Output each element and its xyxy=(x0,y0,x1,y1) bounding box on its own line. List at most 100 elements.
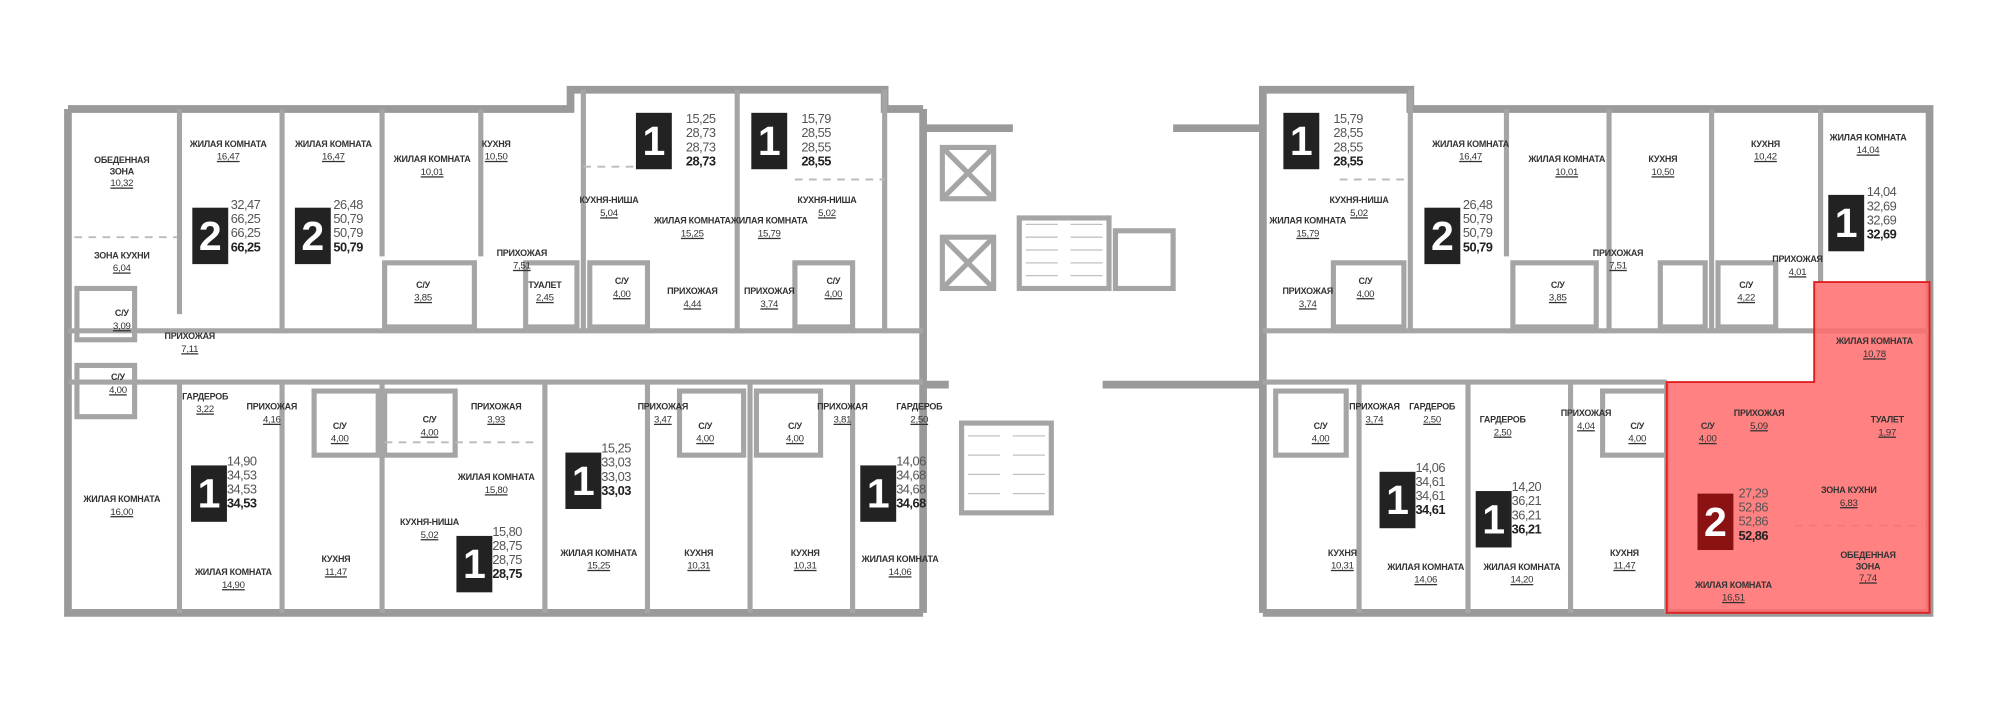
area-value: 14,04 xyxy=(1866,185,1897,201)
room-area: 7,74 xyxy=(1859,572,1877,584)
room-name: ЗОНА КУХНИ xyxy=(94,251,150,261)
room-area: 10,01 xyxy=(420,165,444,177)
room-name: ОБЕДЕННАЯ ЗОНА xyxy=(94,156,150,177)
apartment-rooms-badge[interactable]: 1 xyxy=(1283,112,1320,170)
apartment-rooms-badge[interactable]: 2 xyxy=(192,207,229,265)
room-area: 2,50 xyxy=(1423,412,1441,425)
apartment-rooms-badge[interactable]: 1 xyxy=(1379,471,1416,529)
room-area: 14,20 xyxy=(1510,573,1534,585)
area-value: 52,86 xyxy=(1738,501,1769,516)
room-name: ТУАЛЕТ xyxy=(1870,416,1904,426)
area-value: 50,79 xyxy=(1462,212,1493,227)
room-name: КУХНЯ-НИША xyxy=(399,518,460,528)
apartment-rooms-badge[interactable]: 1 xyxy=(1828,194,1865,252)
room-area: 5,02 xyxy=(420,528,439,540)
room-area: 11,47 xyxy=(324,565,347,577)
room-name: ПРИХОЖАЯ xyxy=(744,287,795,297)
apartment-rooms-badge[interactable]: 1 xyxy=(191,465,227,522)
area-value: 34,68 xyxy=(896,483,926,498)
apartment-rooms-badge[interactable]: 1 xyxy=(751,112,788,170)
room-name: С/У xyxy=(1630,422,1645,432)
area-value: 50,79 xyxy=(333,212,363,227)
area-value: 36,21 xyxy=(1511,523,1542,538)
room-name: С/У xyxy=(698,422,713,432)
area-value: 28,55 xyxy=(1333,126,1363,142)
room-area: 3,74 xyxy=(1365,412,1384,425)
area-value: 14,20 xyxy=(1511,480,1542,495)
area-value: 27,29 xyxy=(1738,487,1769,502)
room-area: 4,00 xyxy=(420,425,439,438)
room-area: 10,78 xyxy=(1863,347,1886,359)
room-name: КУХНЯ-НИША xyxy=(1329,196,1389,206)
room-area: 4,00 xyxy=(1356,287,1375,299)
area-value: 28,73 xyxy=(685,141,716,156)
room-area: 7,11 xyxy=(181,342,199,354)
area-value: 28,55 xyxy=(801,155,831,170)
room-area: 4,01 xyxy=(1788,265,1807,277)
apartment-rooms-badge[interactable]: 2 xyxy=(1424,207,1461,265)
apartment-rooms-badge[interactable]: 1 xyxy=(860,465,897,522)
room-name: ЖИЛАЯ КОМНАТА xyxy=(194,568,272,578)
area-value: 34,61 xyxy=(1415,475,1445,490)
area-value: 15,80 xyxy=(492,525,522,540)
room-area: 4,00 xyxy=(1628,432,1647,444)
area-value: 15,25 xyxy=(601,442,631,457)
area-value: 28,75 xyxy=(492,567,522,583)
room-area: 4,00 xyxy=(1311,432,1330,444)
apartment-rooms-badge[interactable]: 2 xyxy=(1697,493,1734,551)
area-value: 34,68 xyxy=(896,497,926,512)
area-value: 26,48 xyxy=(1462,198,1493,213)
room-area: 10,42 xyxy=(1754,150,1777,162)
room-name: ЖИЛАЯ КОМНАТА xyxy=(1269,217,1347,227)
apartment-rooms-badge[interactable]: 1 xyxy=(456,535,493,593)
room-area: 5,02 xyxy=(818,206,836,218)
area-value: 32,69 xyxy=(1866,228,1897,243)
room-area: 2,50 xyxy=(1493,425,1512,438)
apartment-rooms-badge[interactable]: 2 xyxy=(294,207,331,265)
room-area: 10,50 xyxy=(1651,165,1675,177)
area-value: 28,55 xyxy=(801,141,831,156)
area-value: 52,86 xyxy=(1738,515,1769,530)
apartment-rooms-badge[interactable]: 1 xyxy=(1475,491,1512,548)
room-area: 4,00 xyxy=(1698,432,1717,444)
room-name: С/У xyxy=(1550,281,1565,291)
room-area: 3,74 xyxy=(760,297,779,309)
room-name: ЗОНА КУХНИ xyxy=(1820,486,1877,496)
apartment-rooms-badge[interactable]: 1 xyxy=(635,112,672,170)
room-area: 4,22 xyxy=(1737,291,1756,303)
room-area: 6,04 xyxy=(112,261,131,274)
room-name: ЖИЛАЯ КОМНАТА xyxy=(1836,337,1913,347)
area-value: 34,53 xyxy=(226,483,257,498)
room-area: 3,85 xyxy=(414,291,432,303)
room-name: ЖИЛАЯ КОМНАТА xyxy=(1528,155,1606,165)
area-value: 34,53 xyxy=(226,497,257,512)
area-value: 14,90 xyxy=(226,455,257,470)
apartment-rooms-badge[interactable]: 1 xyxy=(565,452,602,509)
area-value: 14,06 xyxy=(1415,461,1445,476)
room-area: 5,09 xyxy=(1750,419,1768,431)
